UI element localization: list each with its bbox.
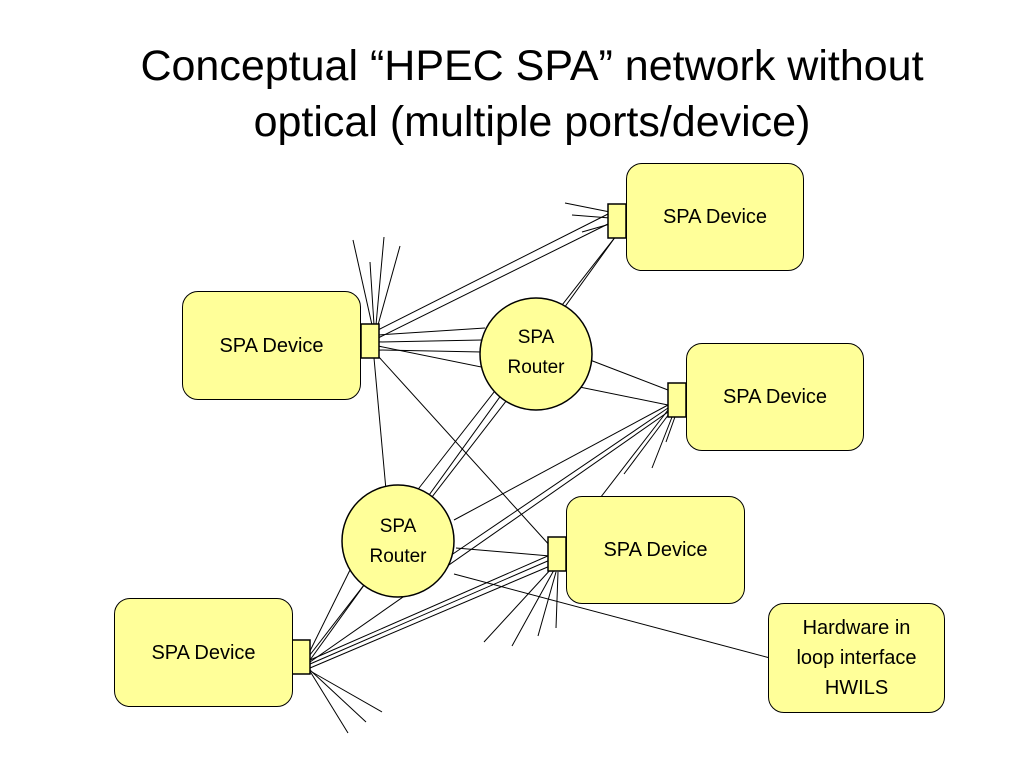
lower-router-label-line-1: SPA <box>379 516 417 537</box>
bottom-left-device-port <box>291 639 311 675</box>
spa-device-right: SPA Device <box>686 343 864 451</box>
connection-lines <box>305 202 771 734</box>
title-line-2: optical (multiple ports/device) <box>253 98 811 146</box>
spa-device-left: SPA Device <box>182 291 361 400</box>
upper-router-shape <box>479 297 593 411</box>
left-device-port <box>360 323 380 359</box>
router-circles <box>341 297 593 598</box>
lower-router-label-line-2: Router <box>369 546 427 567</box>
lower-router-label: SPA Router <box>343 512 453 572</box>
upper-router-label: SPA Router <box>481 323 591 383</box>
hwil-line-2: loop interface <box>796 647 917 669</box>
spa-device-center-right-label: SPA Device <box>603 539 708 561</box>
spa-device-bottom-left: SPA Device <box>114 598 293 707</box>
center-right-device-port <box>547 536 567 572</box>
lower-router-shape <box>341 484 455 598</box>
upper-router-label-line-1: SPA <box>517 327 555 348</box>
spa-device-top-right: SPA Device <box>626 163 804 271</box>
port-squares <box>291 203 687 675</box>
spa-device-right-label: SPA Device <box>722 386 828 408</box>
right-device-port <box>667 382 687 418</box>
top-right-device-port <box>607 203 627 239</box>
spa-device-bottom-left-label: SPA Device <box>151 641 256 664</box>
spa-device-left-label: SPA Device <box>219 334 324 357</box>
hwil-line-1: Hardware in <box>802 617 911 639</box>
hwil-line-3: HWILS <box>824 677 889 699</box>
slide-title: Conceptual “HPEC SPA” network without op… <box>60 38 1004 150</box>
title-line-1: Conceptual “HPEC SPA” network without <box>140 42 924 90</box>
spa-device-top-right-label: SPA Device <box>662 206 768 228</box>
upper-router-label-line-2: Router <box>507 357 565 378</box>
hwil-interface-box: Hardware in loop interface HWILS <box>768 603 945 713</box>
spa-device-center-right: SPA Device <box>566 496 745 604</box>
